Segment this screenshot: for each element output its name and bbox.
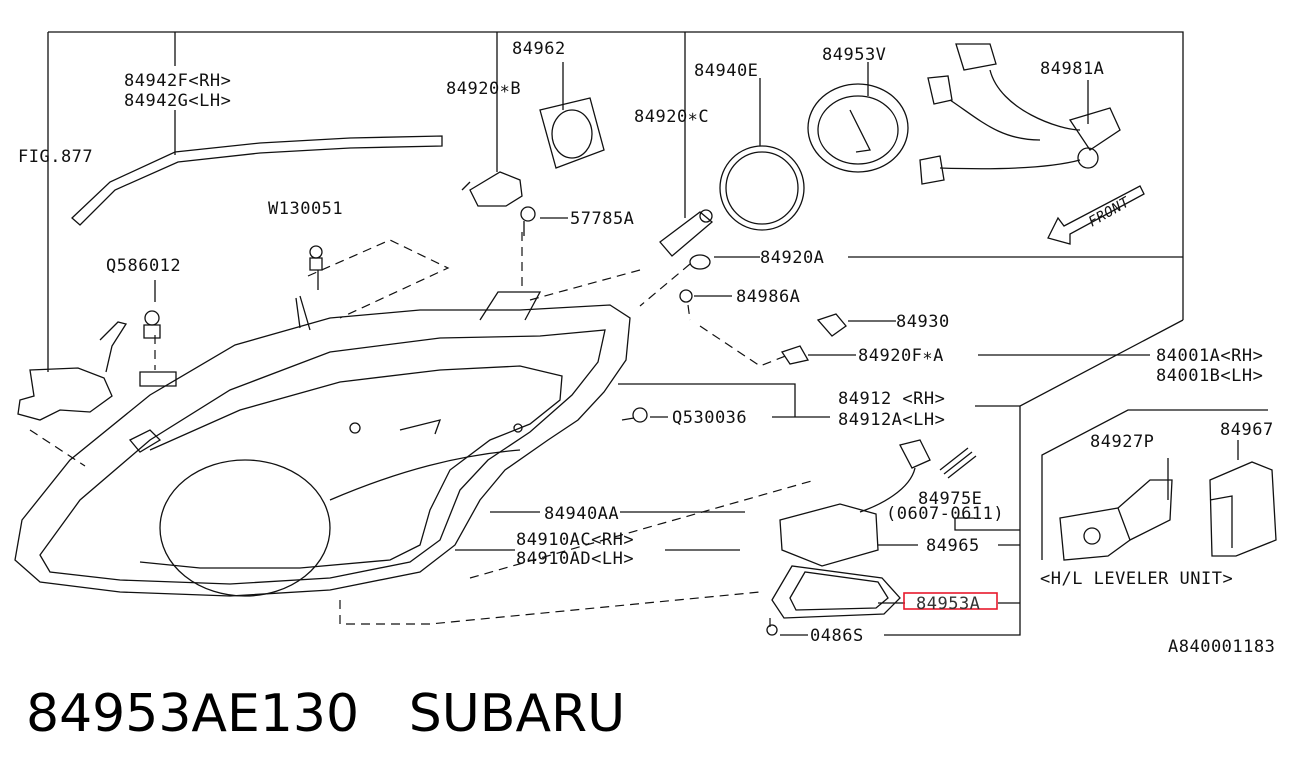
label-84001a: 84001A<RH>: [1156, 346, 1263, 366]
label-q586012: Q586012: [106, 256, 181, 276]
front-label: FRONT: [1086, 194, 1134, 231]
label-84975e: 84975E: [918, 489, 982, 509]
label-84930: 84930: [896, 312, 950, 332]
label-84912: 84912 <RH>: [838, 389, 945, 409]
label-84953a: 84953A: [916, 594, 980, 614]
label-q530036: Q530036: [672, 408, 747, 428]
highlight-box: [903, 592, 998, 610]
bulb-assembly-b: [461, 97, 605, 207]
left-bracket: [17, 321, 128, 421]
label-84920f: 84920F∗A: [858, 346, 944, 366]
headlamp-housing: [14, 291, 631, 597]
label-84920b: 84920∗B: [446, 79, 521, 99]
trim-strip: [71, 135, 443, 226]
part-labels: 84962 84942F<RH> 84942G<LH> 84920∗B FIG.…: [18, 39, 1275, 657]
label-84001b: 84001B<LH>: [1156, 366, 1263, 386]
label-84942g: 84942G<LH>: [124, 91, 231, 111]
label-fig877: FIG.877: [18, 147, 93, 167]
fasteners: [139, 206, 778, 636]
label-w130051: W130051: [268, 199, 343, 219]
label-date-range: (0607-0611): [886, 504, 1004, 524]
gasket-ring: [719, 145, 805, 231]
brand-name: SUBARU: [408, 684, 626, 744]
label-84962: 84962: [512, 39, 566, 59]
frame-lines: [47, 31, 1184, 636]
label-84920a: 84920A: [760, 248, 824, 268]
label-57785a: 57785A: [570, 209, 634, 229]
wiring-harness: [919, 43, 1121, 185]
bulb-assembly-c: [659, 209, 714, 257]
label-84910ad: 84910AD<LH>: [516, 549, 634, 569]
label-84981a: 84981A: [1040, 59, 1104, 79]
dashed-leaders: [29, 232, 816, 628]
label-84986a: 84986A: [736, 287, 800, 307]
front-arrow: FRONT: [1047, 185, 1145, 245]
label-0486s: 0486S: [810, 626, 864, 646]
label-84953v: 84953V: [822, 45, 886, 65]
label-84940aa: 84940AA: [544, 504, 619, 524]
label-84910ac: 84910AC<RH>: [516, 530, 634, 550]
leader-lines: [154, 32, 1268, 636]
label-84942f: 84942F<RH>: [124, 71, 231, 91]
footer-caption: 84953AE130 SUBARU: [26, 684, 625, 744]
small-bulbs: [679, 254, 847, 365]
label-84912a: 84912A<LH>: [838, 410, 945, 430]
label-84920c: 84920∗C: [634, 107, 709, 127]
leveler-components: [771, 439, 1277, 619]
label-84967: 84967: [1220, 420, 1274, 440]
part-number: 84953AE130: [26, 684, 360, 744]
label-84927p: 84927P: [1090, 432, 1154, 452]
parts-diagram: FRONT 84962 84942F<RH> 84942G<LH> 84920∗…: [14, 31, 1277, 657]
cover-cap: [807, 83, 909, 173]
label-84940e: 84940E: [694, 61, 758, 81]
label-ref-code: A840001183: [1168, 637, 1275, 657]
label-84965: 84965: [926, 536, 980, 556]
label-leveler-unit: <H/L LEVELER UNIT>: [1040, 569, 1233, 589]
